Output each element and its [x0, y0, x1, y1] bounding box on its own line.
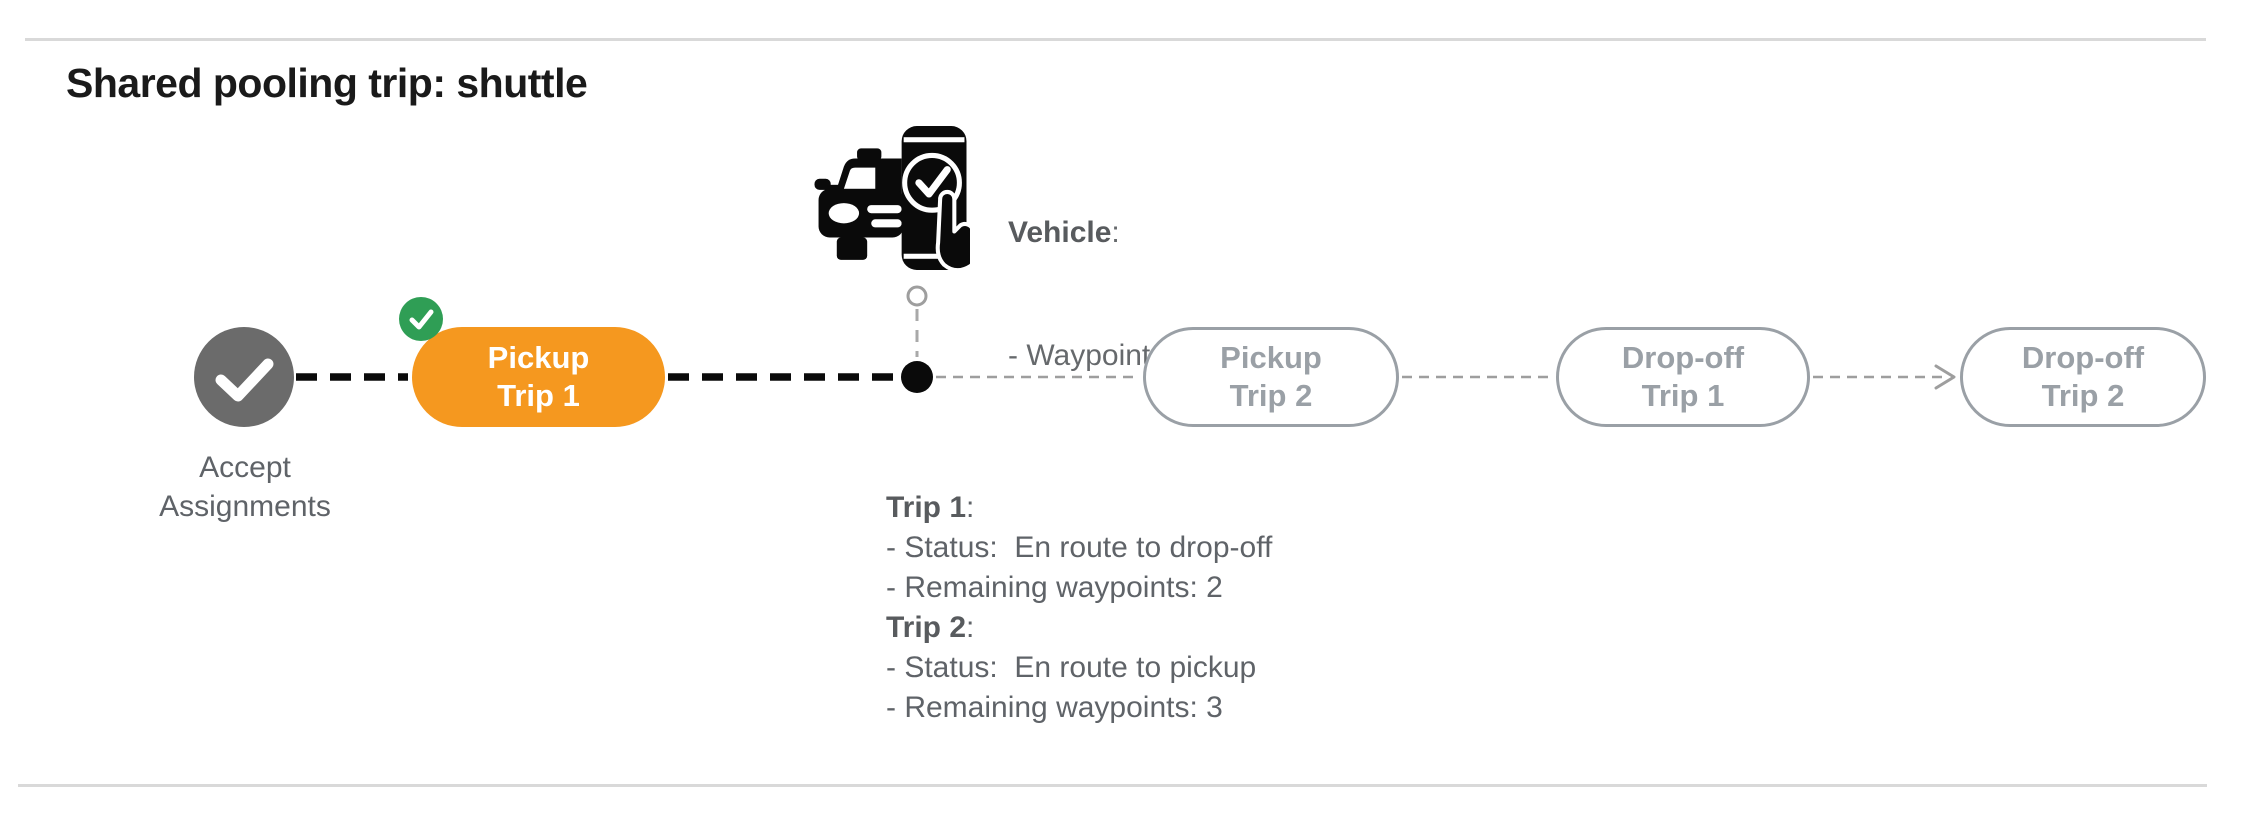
waypoint-label-line2: Trip 1 — [1641, 378, 1725, 413]
trip-status-block: Trip 1: - Status: En route to drop-off -… — [886, 488, 1272, 728]
waypoint-pickup-trip1: Pickup Trip 1 — [412, 327, 665, 427]
waypoint-label-line1: Pickup — [487, 340, 590, 375]
vehicle-assignment-icon — [814, 126, 970, 273]
trip2-label-colon: : — [966, 611, 975, 644]
waypoint-label-line1: Drop-off — [1621, 340, 1745, 375]
completed-badge — [399, 297, 443, 341]
accept-assignments-label-line2: Assignments — [159, 490, 331, 523]
waypoint-pickup-trip2: Pickup Trip 2 — [1143, 327, 1399, 427]
taxi-icon — [814, 148, 904, 260]
accept-assignments-node — [194, 327, 294, 427]
forward-arrow-icon — [1934, 364, 1956, 390]
vehicle-label-colon: : — [1111, 216, 1120, 249]
accept-assignments-label: Accept Assignments — [110, 448, 380, 526]
pointing-hand-icon — [935, 189, 970, 273]
waypoint-label-line1: Drop-off — [2021, 340, 2145, 375]
checkmark-icon — [215, 358, 274, 402]
trip2-heading: Trip 2: — [886, 608, 1272, 648]
accept-assignments-label-line1: Accept — [199, 451, 291, 484]
trip1-waypoints-line: - Remaining waypoints: 2 — [886, 571, 1223, 604]
top-divider — [25, 38, 2206, 41]
vehicle-info: Vehicle: - Waypoints: 3 — [1008, 130, 1199, 458]
waypoint-label-line2: Trip 2 — [2041, 378, 2125, 413]
trip1-status-line: - Status: En route to drop-off — [886, 531, 1273, 564]
trip2-label: Trip 2 — [886, 611, 967, 644]
vehicle-info-heading: Vehicle: — [1008, 212, 1199, 253]
vehicle-label: Vehicle — [1008, 216, 1112, 249]
page-title: Shared pooling trip: shuttle — [66, 60, 588, 106]
waypoint-label-line2: Trip 2 — [1229, 378, 1313, 413]
waypoint-dropoff-trip1: Drop-off Trip 1 — [1556, 327, 1810, 427]
trip2-waypoints-line: - Remaining waypoints: 3 — [886, 691, 1223, 724]
trip1-heading: Trip 1: — [886, 488, 1272, 528]
vehicle-anchor-dot-icon — [906, 285, 928, 307]
bottom-divider — [18, 784, 2207, 787]
trip1-label: Trip 1 — [886, 491, 967, 524]
waypoint-label-line1: Pickup — [1220, 340, 1322, 375]
current-position-dot-icon — [901, 361, 933, 393]
trip2-status-line: - Status: En route to pickup — [886, 651, 1257, 684]
waypoint-dropoff-trip2: Drop-off Trip 2 — [1960, 327, 2206, 427]
trip1-label-colon: : — [966, 491, 975, 524]
checkmark-icon — [409, 309, 434, 330]
waypoint-label-line2: Trip 1 — [497, 378, 580, 413]
